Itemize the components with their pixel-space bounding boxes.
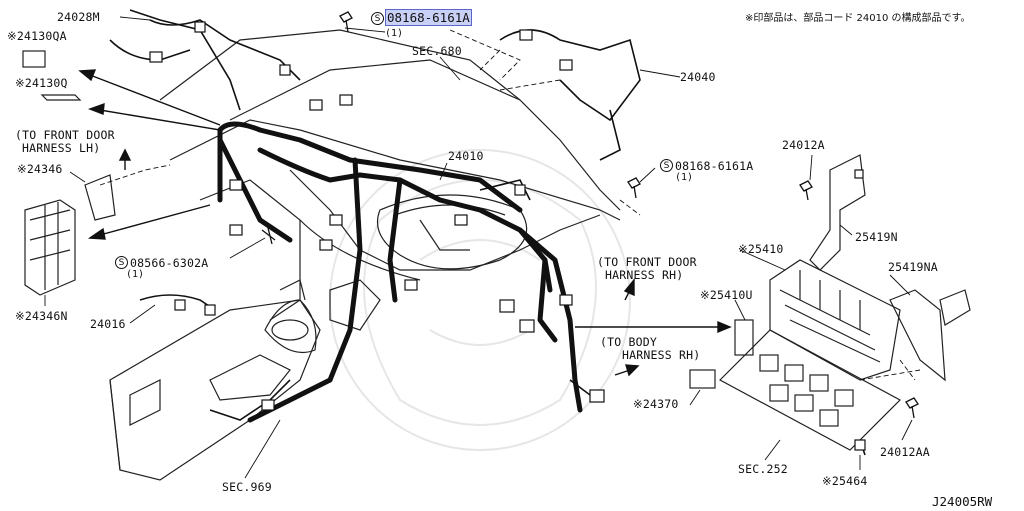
label-24346N[interactable]: ※24346N xyxy=(15,309,68,323)
label-24010[interactable]: 24010 xyxy=(448,149,484,163)
qty-08168-right: (1) xyxy=(675,172,694,183)
label-24130QA[interactable]: ※24130QA xyxy=(7,29,67,43)
left-components xyxy=(22,50,116,296)
label-sec252[interactable]: SEC.252 xyxy=(738,462,788,476)
label-25410[interactable]: ※25410 xyxy=(738,242,784,256)
screw-symbol-icon: S xyxy=(660,159,673,172)
arrows xyxy=(78,69,732,377)
label-front-door-rh-2: HARNESS RH) xyxy=(605,268,684,282)
fuse-block xyxy=(689,259,901,451)
highlighted-part-number[interactable]: 08168-6161A xyxy=(385,9,472,26)
center-console xyxy=(109,279,381,481)
label-body-rh-2: HARNESS RH) xyxy=(622,348,701,362)
label-24130Q[interactable]: ※24130Q xyxy=(15,76,68,90)
leader-lines xyxy=(44,16,913,479)
label-sec969[interactable]: SEC.969 xyxy=(222,480,272,494)
parts-note: ※印部品は、部品コード 24010 の構成部品です。 xyxy=(745,13,971,24)
label-24040[interactable]: 24040 xyxy=(680,70,716,84)
label-24016[interactable]: 24016 xyxy=(90,317,126,331)
label-25419NA[interactable]: 25419NA xyxy=(888,260,938,274)
screws xyxy=(261,11,919,419)
wiring-harness xyxy=(217,121,583,423)
screw-symbol-icon: S xyxy=(115,256,128,269)
wiring-thin xyxy=(109,9,866,456)
label-24028M[interactable]: 24028M xyxy=(57,10,100,24)
label-08168-6161A-right[interactable]: 08168-6161A xyxy=(675,159,754,173)
label-24346[interactable]: ※24346 xyxy=(17,162,63,176)
label-08168-6161A-top[interactable]: 08168-6161A xyxy=(385,9,472,26)
label-body-rh-1: (TO BODY xyxy=(600,335,657,349)
label-25419N[interactable]: 25419N xyxy=(855,230,898,244)
qty-08566: (1) xyxy=(126,269,145,280)
connectors xyxy=(149,21,866,451)
label-front-door-lh-1: (TO FRONT DOOR xyxy=(15,128,115,142)
screw-symbol-icon: S xyxy=(371,12,384,25)
diagram-code: J24005RW xyxy=(932,494,993,509)
label-08566-6302A[interactable]: 08566-6302A xyxy=(130,256,209,270)
label-24370[interactable]: ※24370 xyxy=(633,397,679,411)
label-25410U[interactable]: ※25410U xyxy=(700,288,753,302)
dashboard-outline xyxy=(159,29,621,321)
dashed-guides xyxy=(99,29,921,381)
qty-08168-top: (1) xyxy=(385,28,404,39)
label-24012A[interactable]: 24012A xyxy=(782,138,825,152)
label-front-door-lh-2: HARNESS LH) xyxy=(22,141,101,155)
label-front-door-rh-1: (TO FRONT DOOR xyxy=(597,255,697,269)
label-24012AA[interactable]: 24012AA xyxy=(880,445,930,459)
brackets xyxy=(809,154,971,382)
watermark-emblem xyxy=(329,149,631,451)
label-25464[interactable]: ※25464 xyxy=(822,474,868,488)
label-sec680[interactable]: SEC.680 xyxy=(412,44,462,58)
